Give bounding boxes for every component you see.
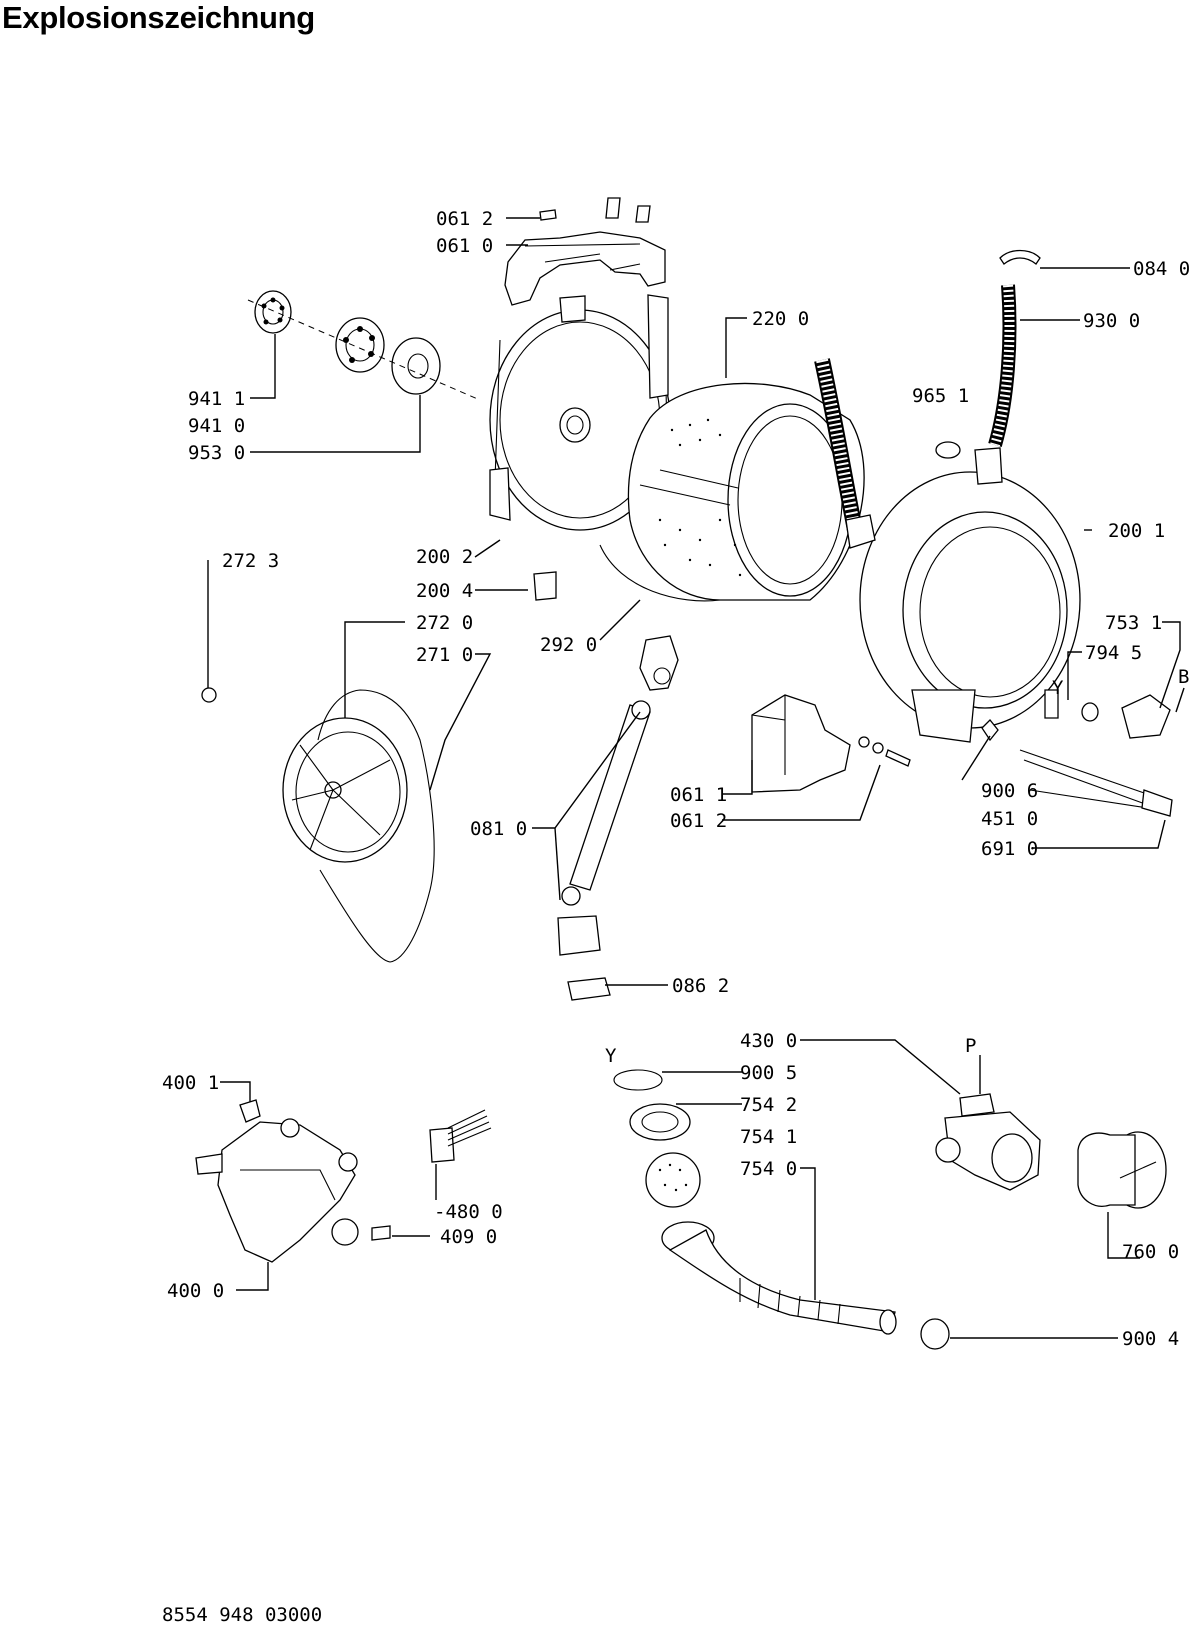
hose-clamp-part — [920, 1318, 950, 1350]
label-292-0: 292 0 — [540, 634, 597, 656]
label-430-0: 430 0 — [740, 1030, 797, 1052]
sump-hose-part — [661, 1221, 897, 1335]
label-271-0: 271 0 — [416, 644, 473, 666]
heater-clip-part — [981, 719, 999, 742]
tub-seal-ring-part — [599, 544, 721, 602]
label-900-4: 900 4 — [1122, 1328, 1179, 1350]
label-451-0: 451 0 — [981, 808, 1038, 830]
label-272-3: 272 3 — [222, 550, 279, 572]
label-754-0: 754 0 — [740, 1158, 797, 1180]
check-ball-part — [645, 1152, 701, 1208]
label-900-5: 900 5 — [740, 1062, 797, 1084]
label-200-2: 200 2 — [416, 546, 473, 568]
label-400-1: 400 1 — [162, 1072, 219, 1094]
drive-belt-part — [317, 689, 435, 963]
label-220-0: 220 0 — [752, 308, 809, 330]
thermostat-part — [1121, 694, 1171, 739]
label-930-0: 930 0 — [1083, 310, 1140, 332]
label-754-2: 754 2 — [740, 1094, 797, 1116]
pump-filter-part — [1077, 1131, 1167, 1209]
label-272-0: 272 0 — [416, 612, 473, 634]
pulley-nut-part — [201, 687, 217, 703]
rear-tub-part — [489, 294, 671, 531]
motor-connector-plug-part — [371, 1225, 391, 1241]
label-200-1: 200 1 — [1108, 520, 1165, 542]
label-480-0: -480 0 — [434, 1201, 503, 1223]
front-tub-part — [859, 441, 1081, 743]
leader-lines — [207, 217, 1185, 1339]
sump-ring-part — [629, 1103, 691, 1141]
detergent-hose-part — [814, 358, 876, 549]
label-794-5: 794 5 — [1085, 642, 1142, 664]
wiring-connector-part — [429, 1109, 492, 1163]
label-691-0: 691 0 — [981, 838, 1038, 860]
bearing-941-1-part — [254, 290, 292, 334]
document-number: 8554 948 03000 — [162, 1604, 323, 1626]
label-941-1: 941 1 — [188, 388, 245, 410]
counterweight-bolt-part — [858, 736, 911, 767]
label-061-2-lower: 061 2 — [670, 810, 727, 832]
drum-part — [627, 382, 865, 601]
top-bracket-part — [504, 231, 666, 306]
label-754-1: 754 1 — [740, 1126, 797, 1148]
label-400-0: 400 0 — [167, 1280, 224, 1302]
label-200-4: 200 4 — [416, 580, 473, 602]
clip-part — [539, 197, 651, 223]
label-061-2: 061 2 — [436, 208, 493, 230]
label-753-1: 753 1 — [1105, 612, 1162, 634]
label-061-0: 061 0 — [436, 235, 493, 257]
sump-clamp-part — [613, 1069, 663, 1091]
label-B: B — [1178, 666, 1189, 688]
page-title: Explosionszeichnung — [2, 0, 315, 35]
pulley-part — [282, 717, 408, 863]
weight-clip-part — [533, 571, 557, 601]
label-941-0: 941 0 — [188, 415, 245, 437]
label-081-0: 081 0 — [470, 818, 527, 840]
seal-953-0-part — [391, 337, 441, 395]
shock-absorber-part — [557, 635, 679, 956]
pressure-hose-part — [988, 249, 1041, 447]
label-P: P — [965, 1035, 976, 1057]
label-086-2: 086 2 — [672, 975, 729, 997]
drain-pump-part — [935, 1093, 1041, 1191]
label-900-6: 900 6 — [981, 780, 1038, 802]
label-Y-lower: Y — [605, 1045, 617, 1067]
carbon-brush-part — [239, 1099, 261, 1123]
label-Y-upper: Y — [1052, 677, 1064, 699]
label-084-0: 084 0 — [1133, 258, 1190, 280]
bearing-941-0-part — [335, 317, 385, 373]
damper-pin-part — [567, 977, 611, 1001]
counterweight-part — [751, 694, 851, 793]
motor-part — [195, 1118, 359, 1263]
heater-part — [1019, 749, 1173, 817]
label-409-0: 409 0 — [440, 1226, 497, 1248]
bearing-axis-line — [247, 299, 481, 401]
label-965-1: 965 1 — [912, 385, 969, 407]
label-061-1: 061 1 — [670, 784, 727, 806]
sensor-part — [1081, 702, 1099, 722]
label-953-0: 953 0 — [188, 442, 245, 464]
label-760-0: 760 0 — [1122, 1241, 1179, 1263]
